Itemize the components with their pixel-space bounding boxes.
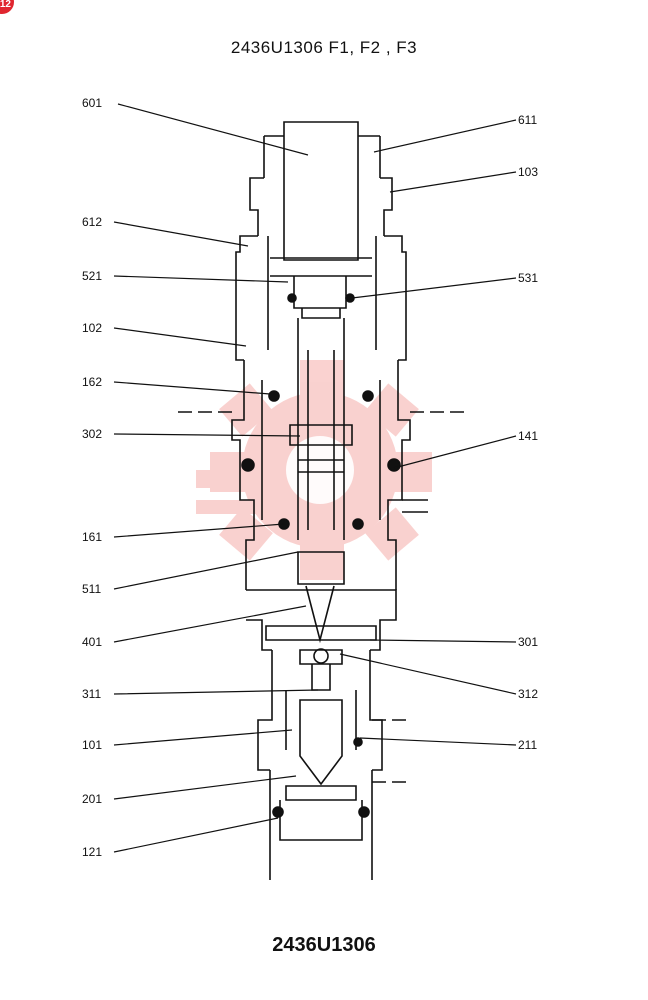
callout-301: 301 (518, 635, 539, 649)
callout-201: 201 (82, 792, 103, 806)
page-badge: 12 (0, 0, 14, 14)
callout-211: 211 (518, 738, 538, 752)
callout-101: 101 (82, 738, 103, 752)
diagram-title: 2436U1306 F1, F2 , F3 (230, 38, 418, 57)
callout-311: 311 (82, 687, 102, 701)
callout-103: 103 (518, 165, 539, 179)
gear-logo-icon (196, 360, 432, 580)
callout-511: 511 (82, 582, 102, 596)
callout-302: 302 (82, 427, 103, 441)
callout-612: 612 (82, 215, 103, 229)
callout-102: 102 (82, 321, 103, 335)
callout-312: 312 (518, 687, 539, 701)
callout-611: 611 (518, 113, 538, 127)
callout-521: 521 (82, 269, 103, 283)
callout-531: 531 (518, 271, 539, 285)
callout-162: 162 (82, 375, 103, 389)
callout-401: 401 (82, 635, 103, 649)
part-number-caption: 2436U1306 (272, 934, 376, 956)
callout-141: 141 (518, 429, 539, 443)
callout-161: 161 (82, 530, 103, 544)
callout-121: 121 (82, 845, 103, 859)
callout-601: 601 (82, 96, 103, 110)
